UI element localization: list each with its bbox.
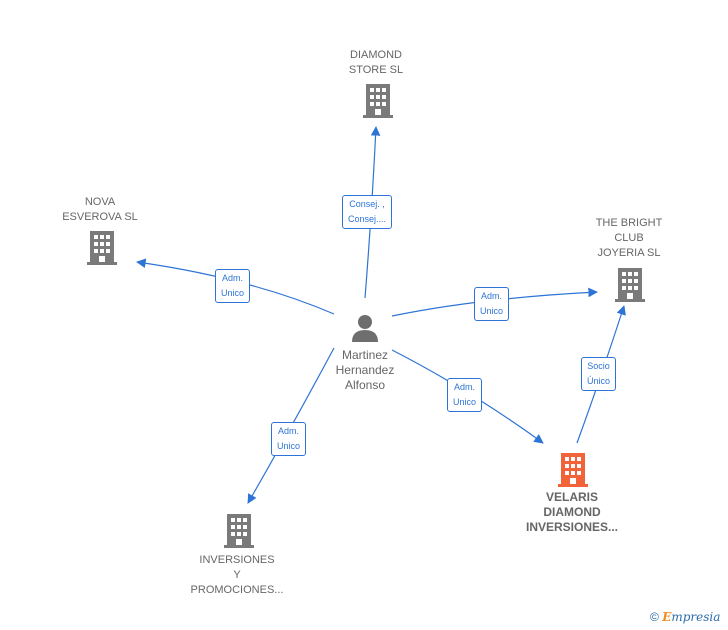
node-label-line: Alfonso <box>344 378 386 392</box>
node-label-line: STORE SL <box>348 64 404 76</box>
node-label-line: CLUB <box>614 232 644 244</box>
edge-label-to-bright-club[interactable]: Adm. Unico <box>474 287 510 321</box>
person-icon <box>352 315 378 342</box>
edge-label-line: Consej.... <box>348 214 387 224</box>
brand-logo-initial: E <box>662 610 672 624</box>
edge-label-line: Unico <box>221 288 245 298</box>
copyright-icon: © <box>650 610 659 624</box>
edge-label-line: Unico <box>277 441 301 451</box>
edge-label-to-nova-esverova[interactable]: Adm. Unico <box>215 269 251 303</box>
node-label-bright-club[interactable]: THE BRIGHT CLUB JOYERIA SL <box>584 216 674 261</box>
edge-label-line: Unico <box>453 397 477 407</box>
edge-label-line: Adm. <box>222 273 244 283</box>
edge-label-line: Consej. , <box>349 199 385 209</box>
node-label-velaris[interactable]: VELARIS DIAMOND INVERSIONES... <box>516 490 628 535</box>
edge-label-line: Adm. <box>454 382 476 392</box>
edge-label-to-inversiones[interactable]: Adm. Unico <box>271 422 307 456</box>
node-label-line: JOYERIA SL <box>597 247 661 259</box>
brand-logo-rest: mpresia <box>671 610 721 624</box>
node-label-line: ESVEROVA SL <box>62 211 138 223</box>
node-label-diamond-store[interactable]: DIAMOND STORE SL <box>336 48 416 78</box>
node-label-line: DIAMOND <box>543 505 601 519</box>
building-icon-diamond-store <box>363 84 393 118</box>
node-label-line: Hernandez <box>335 363 395 377</box>
building-icon-inversiones <box>224 514 254 548</box>
node-label-line: VELARIS <box>545 490 598 504</box>
edge-label-line: Adm. <box>278 426 300 436</box>
node-label-inversiones[interactable]: INVERSIONES Y PROMOCIONES... <box>186 553 288 598</box>
node-label-person[interactable]: Martinez Hernandez Alfonso <box>321 348 409 393</box>
edge-label-velaris-to-bright-club[interactable]: Socio Único <box>581 357 617 391</box>
footer-brand: © Empresia <box>650 610 720 624</box>
edge-label-to-velaris[interactable]: Adm. Unico <box>447 378 483 412</box>
node-label-line: Y <box>233 569 241 581</box>
brand-logo: Empresia <box>662 610 720 624</box>
node-label-line: INVERSIONES <box>199 554 275 566</box>
edge-label-line: Socio <box>587 361 610 371</box>
node-label-line: Martinez <box>341 348 388 362</box>
edge-label-line: Unico <box>480 306 504 316</box>
edge-label-line: Único <box>587 376 611 386</box>
building-icon-velaris <box>558 453 588 487</box>
building-icon-nova-esverova <box>87 231 117 265</box>
node-label-line: NOVA <box>84 196 116 208</box>
building-icon-bright-club <box>615 268 645 302</box>
node-label-line: THE BRIGHT <box>595 217 663 229</box>
node-label-line: PROMOCIONES... <box>190 584 284 596</box>
edge-label-line: Adm. <box>481 291 503 301</box>
edge-label-to-diamond-store[interactable]: Consej. , Consej.... <box>342 195 393 229</box>
node-label-line: DIAMOND <box>350 49 402 61</box>
node-label-line: INVERSIONES... <box>525 520 619 534</box>
node-label-nova-esverova[interactable]: NOVA ESVEROVA SL <box>55 195 145 225</box>
